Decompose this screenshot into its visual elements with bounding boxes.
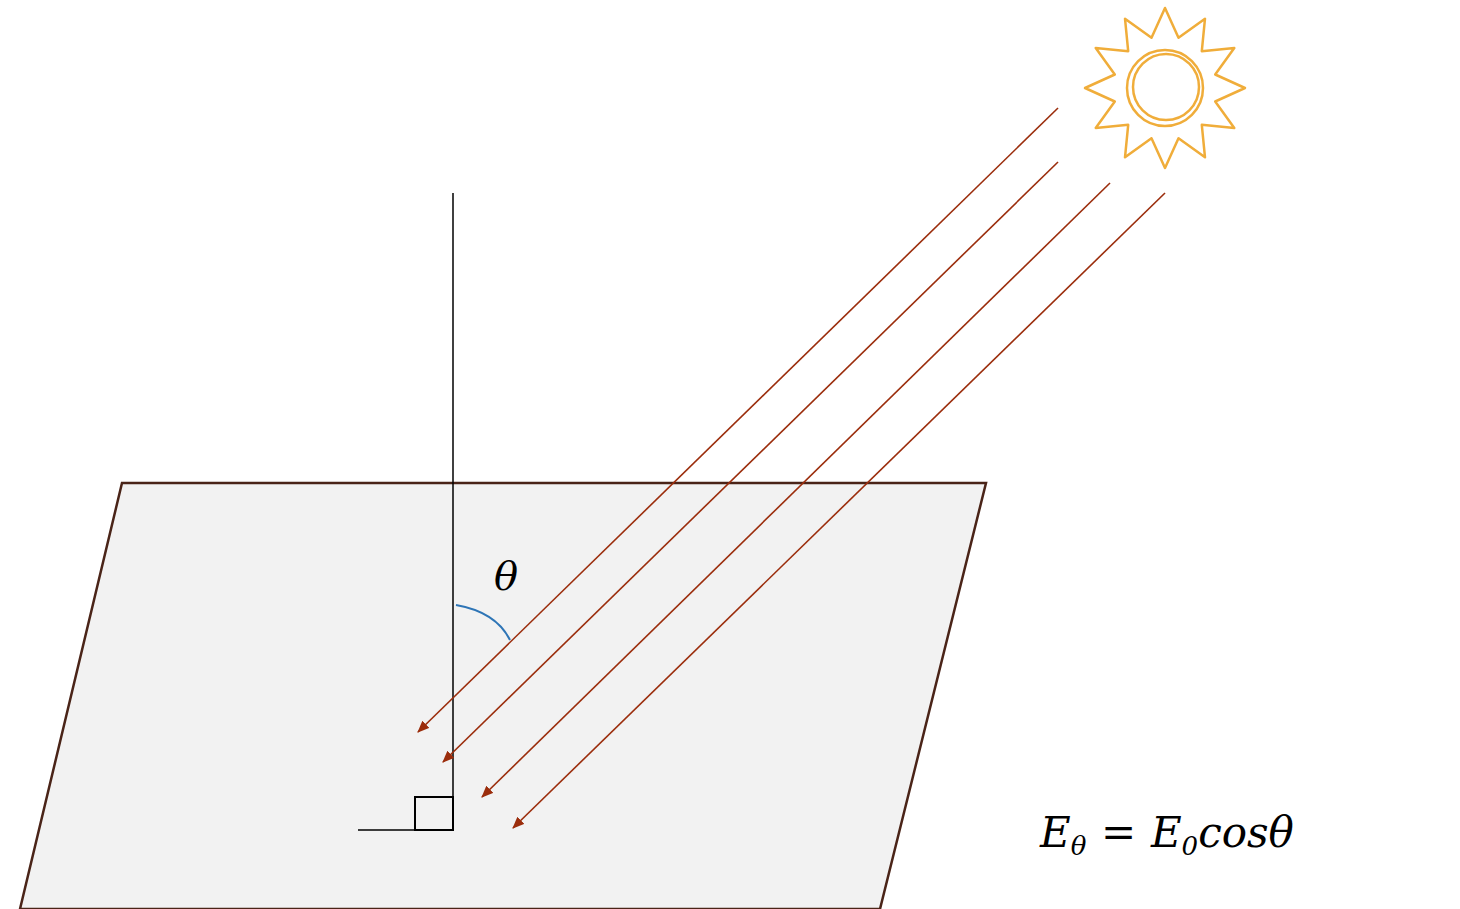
- formula-part: 0: [1182, 831, 1199, 861]
- sun-icon: [1085, 8, 1245, 168]
- surface-plane: [20, 483, 986, 909]
- right-angle-mark: [415, 797, 453, 830]
- sun-rays: [418, 108, 1165, 828]
- formula-part: E: [1151, 808, 1182, 857]
- formula-part: cosθ: [1198, 808, 1294, 857]
- normal-line: [452, 193, 454, 830]
- formula-part: θ: [1071, 831, 1087, 861]
- angle-arc: [456, 605, 510, 640]
- formula-part: =: [1101, 808, 1136, 857]
- formula: Eθ=E0cosθ: [1040, 808, 1294, 862]
- formula-part: E: [1040, 808, 1071, 857]
- angle-label: θ: [494, 556, 518, 596]
